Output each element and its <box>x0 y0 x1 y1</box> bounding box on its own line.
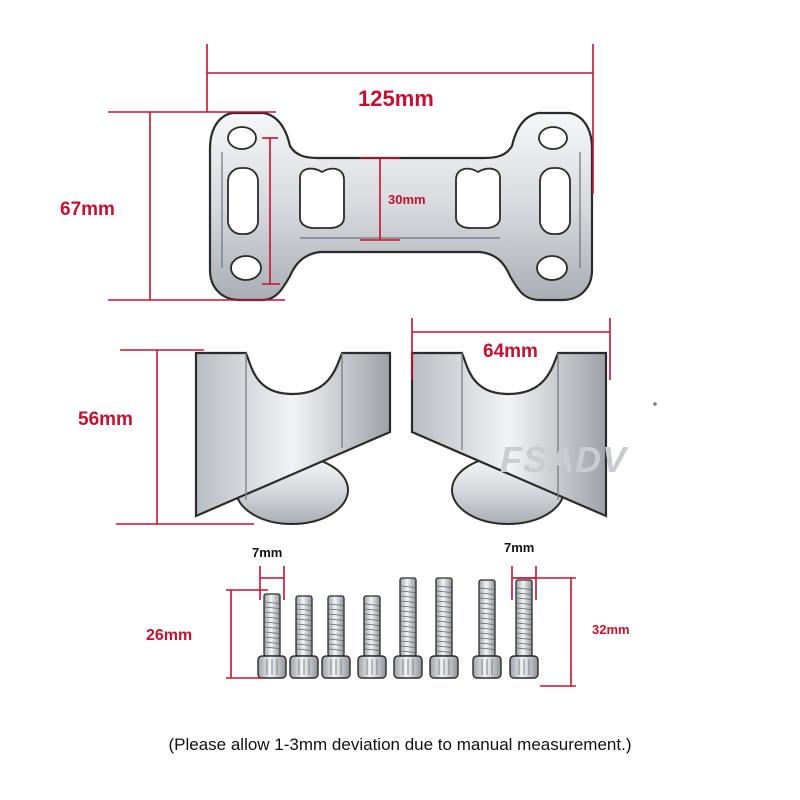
top-clamp-keyhole-icon <box>455 167 501 229</box>
bolt-icon <box>289 595 319 679</box>
left-riser <box>194 351 392 525</box>
long-bolt-length-label: 32mm <box>592 622 630 637</box>
top-clamp-keyhole-icon <box>299 167 345 229</box>
brand-logo: FSADV <box>500 439 628 480</box>
short-bolt-length-label: 26mm <box>146 627 193 644</box>
top-clamp-hole-icon <box>536 255 568 281</box>
bolt-set <box>257 577 539 679</box>
top-clamp-slot-icon <box>227 167 259 235</box>
top-clamp-hole-icon <box>230 255 262 281</box>
top-clamp <box>208 111 594 302</box>
width-dimension-label: 125mm <box>358 86 434 111</box>
bolt-icon <box>429 577 459 679</box>
top-clamp-slot-icon <box>539 167 571 235</box>
bolt-icon <box>509 579 539 679</box>
top-clamp-hole-icon <box>227 126 257 150</box>
bolt-icon <box>321 595 351 679</box>
bolt-icon <box>257 593 287 679</box>
bolt-diameter-left-label: 7mm <box>252 545 283 560</box>
bridge-height-label: 30mm <box>388 192 426 207</box>
dimension-lines <box>108 44 611 687</box>
right-riser <box>410 351 608 525</box>
height-dimension-label: 67mm <box>60 199 115 220</box>
measurement-note: (Please allow 1-3mm deviation due to man… <box>168 735 632 754</box>
bolt-diameter-right-label: 7mm <box>504 540 535 555</box>
bolt-icon <box>357 595 387 679</box>
riser-height-label: 56mm <box>78 409 133 430</box>
bolt-icon <box>393 577 423 679</box>
top-clamp-hole-icon <box>538 126 568 150</box>
bolt-icon <box>472 579 502 679</box>
riser-width-label: 64mm <box>483 341 538 362</box>
